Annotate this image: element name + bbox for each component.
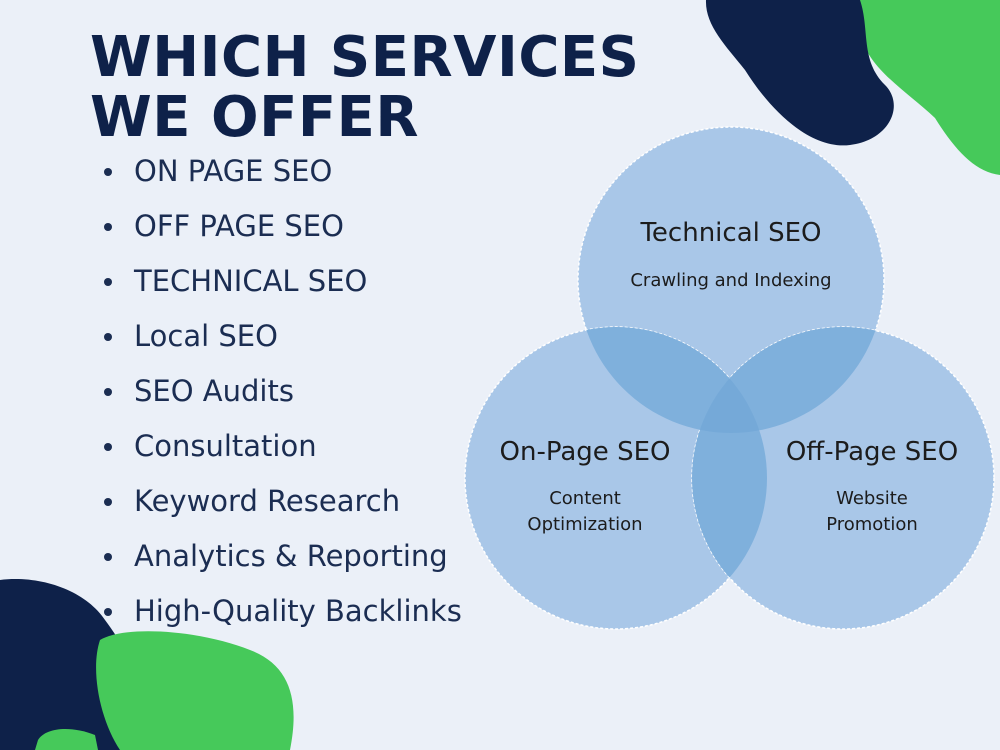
bullet-icon — [104, 332, 112, 341]
service-item: Local SEO — [104, 309, 462, 364]
service-item: Analytics & Reporting — [104, 529, 462, 584]
top-right-green-blob — [860, 0, 1000, 175]
bullet-icon — [104, 222, 112, 231]
bullet-icon — [104, 387, 112, 396]
onpage-seo-subtitle-1: Content — [549, 488, 621, 509]
overlap-top-left — [578, 327, 767, 433]
onpage-seo-subtitle-2: Optimization — [527, 514, 642, 535]
bullet-icon — [104, 277, 112, 286]
service-item: OFF PAGE SEO — [104, 199, 462, 254]
overlap-top-right — [692, 327, 884, 433]
services-list: ON PAGE SEO OFF PAGE SEO TECHNICAL SEO L… — [104, 144, 462, 639]
service-item: Keyword Research — [104, 474, 462, 529]
offpage-seo-subtitle-1: Website — [836, 488, 908, 509]
technical-seo-subtitle: Crawling and Indexing — [630, 270, 831, 291]
bullet-icon — [104, 442, 112, 451]
technical-seo-title: Technical SEO — [639, 218, 821, 248]
service-item: ON PAGE SEO — [104, 144, 462, 199]
bottom-left-green-blob — [96, 631, 294, 750]
bullet-icon — [104, 552, 112, 561]
bullet-icon — [104, 607, 112, 616]
service-item: High-Quality Backlinks — [104, 584, 462, 639]
offpage-seo-title: Off-Page SEO — [786, 437, 958, 467]
heading-line-2: WE OFFER — [90, 85, 420, 150]
heading-line-1: WHICH SERVICES — [90, 25, 640, 90]
bullet-icon — [104, 167, 112, 176]
onpage-seo-title: On-Page SEO — [500, 437, 671, 467]
service-item: TECHNICAL SEO — [104, 254, 462, 309]
service-item: Consultation — [104, 419, 462, 474]
service-item: SEO Audits — [104, 364, 462, 419]
bottom-left-green-blob-small — [35, 728, 98, 750]
offpage-seo-subtitle-2: Promotion — [826, 514, 918, 535]
bullet-icon — [104, 497, 112, 506]
page-heading: WHICH SERVICES WE OFFER — [90, 28, 640, 148]
top-right-navy-blob — [705, 0, 894, 146]
